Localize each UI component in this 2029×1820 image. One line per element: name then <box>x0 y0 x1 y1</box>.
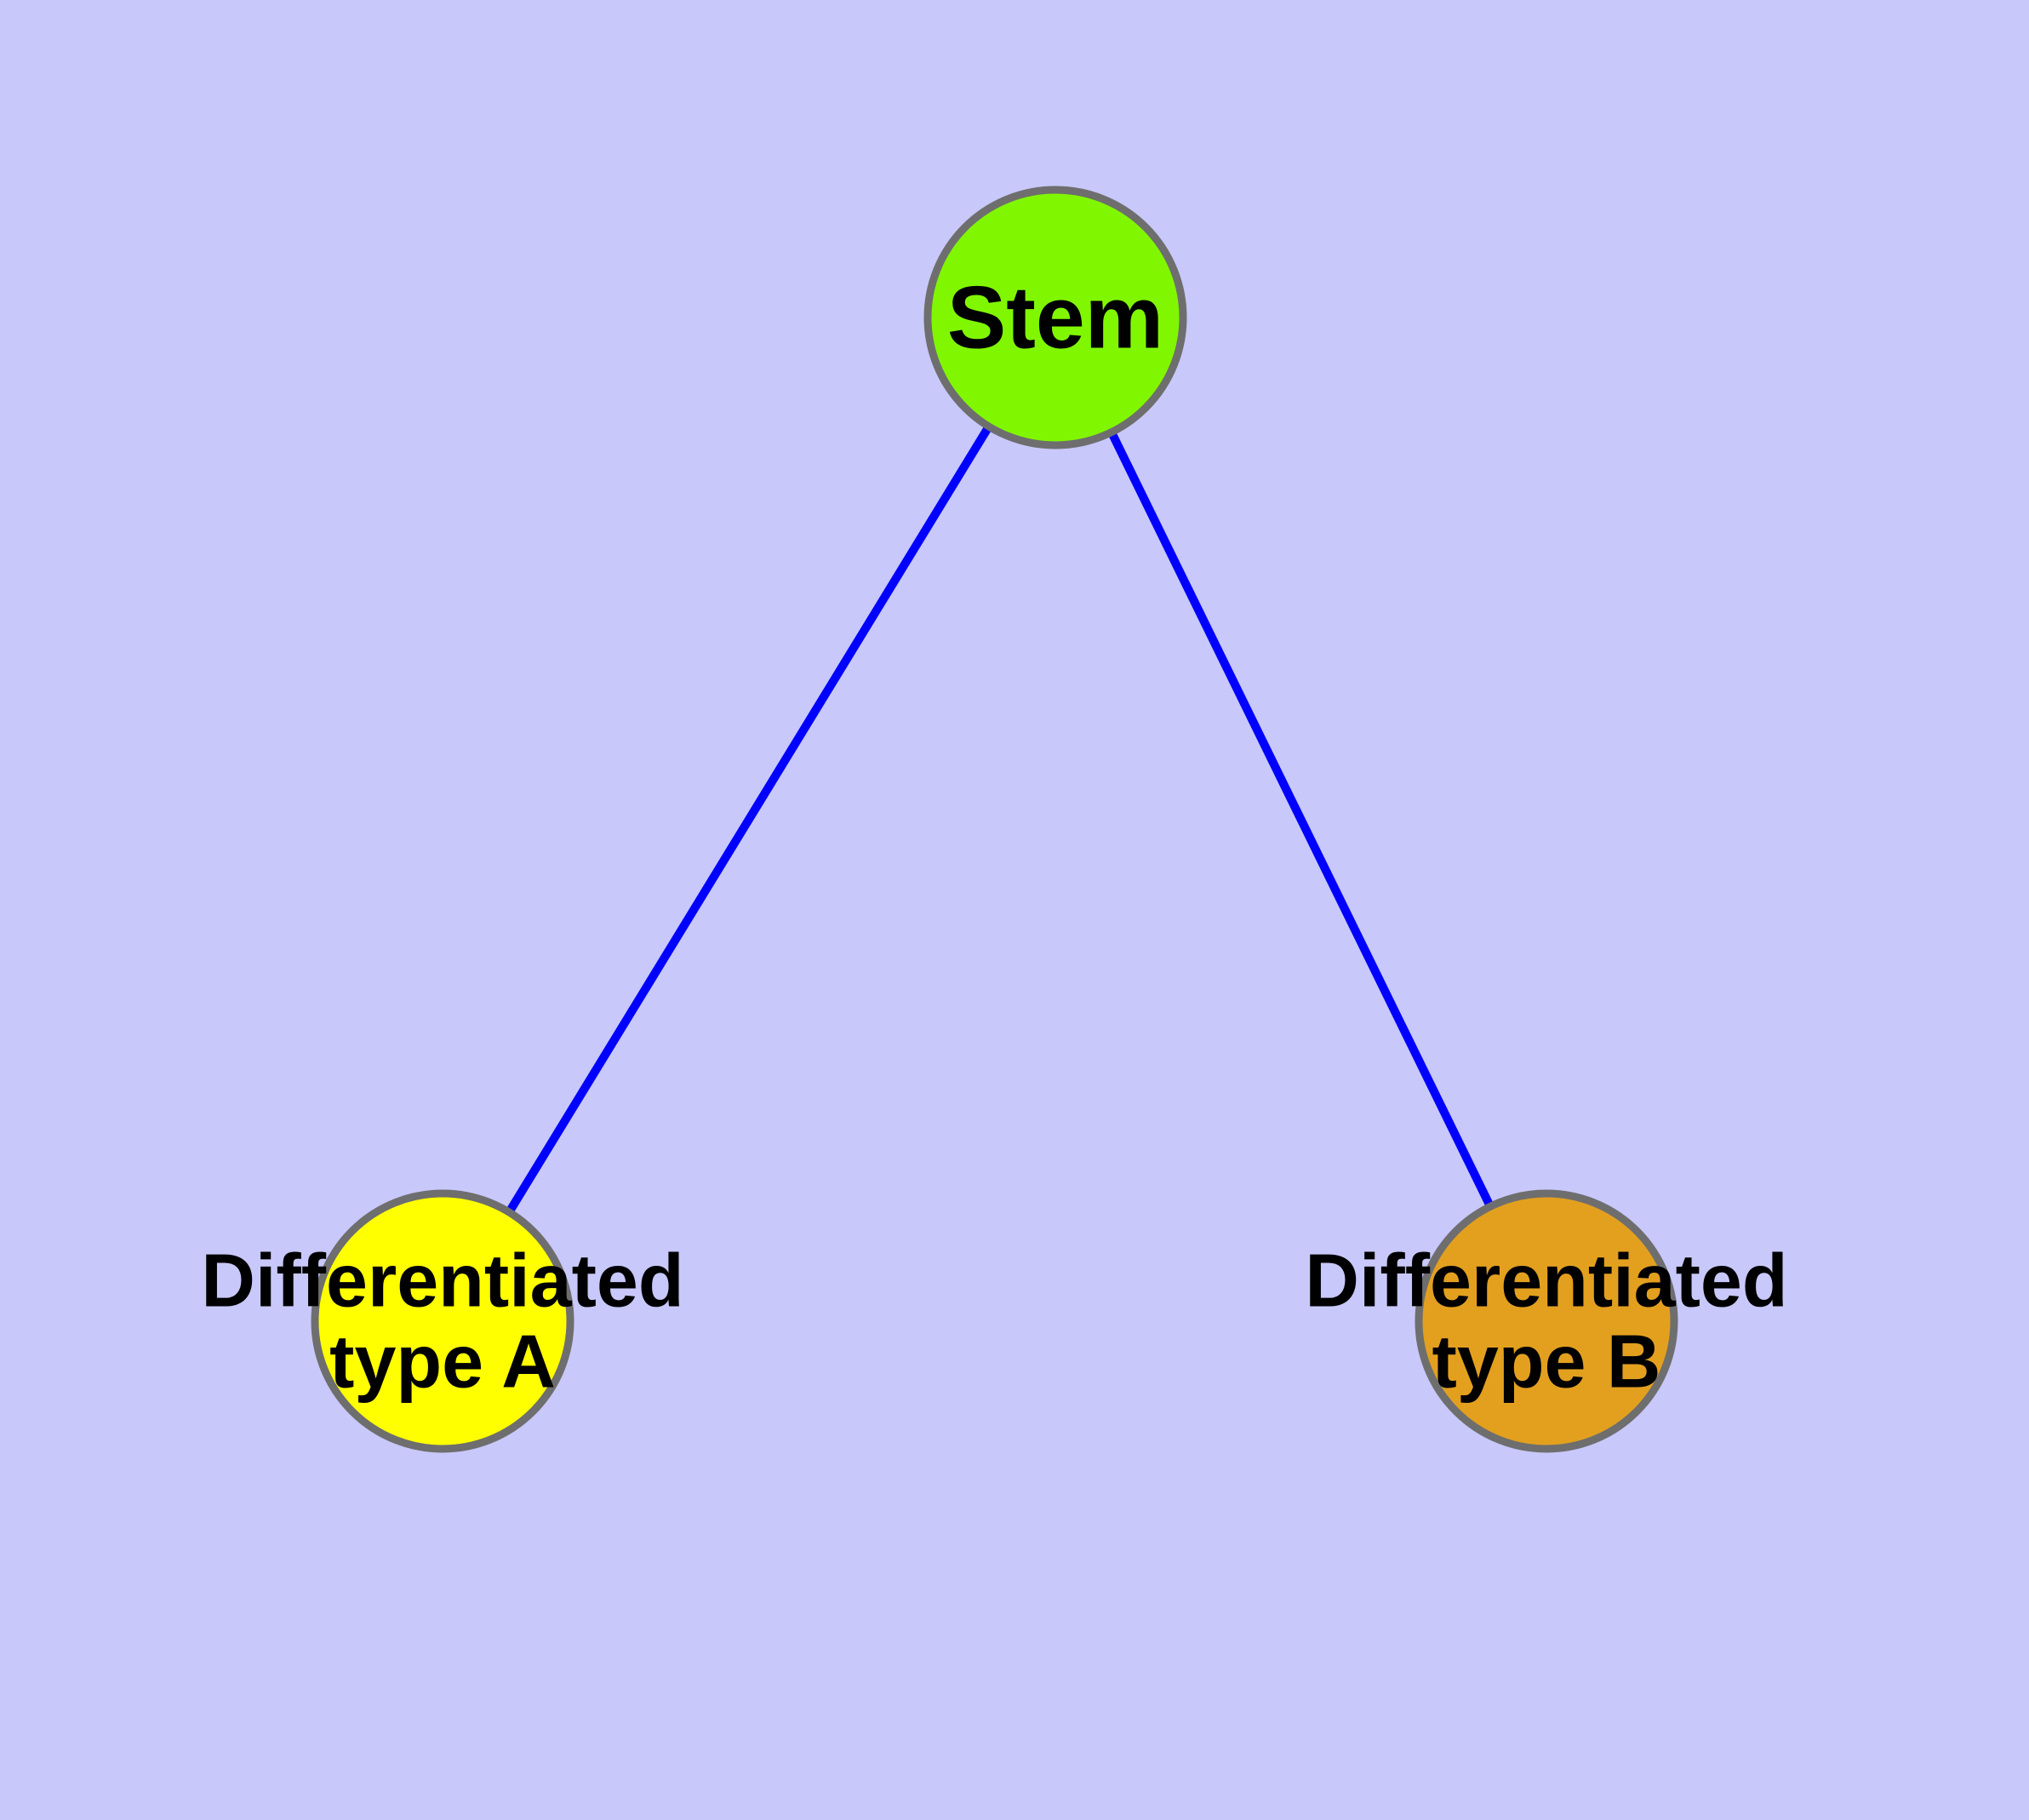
node-label-line: Differentiated <box>1305 1238 1787 1322</box>
node-label-stem: Stem <box>947 268 1163 367</box>
edge-stem-to-differentiated-type-b <box>1107 430 1495 1209</box>
node-layer <box>311 186 1678 1453</box>
edge-layer <box>505 424 1495 1215</box>
node-label-line: type A <box>329 1319 556 1403</box>
edge-stem-to-differentiated-type-a <box>505 424 993 1215</box>
node-differentiated-type-b[interactable] <box>1415 1189 1678 1453</box>
node-differentiated-type-a[interactable] <box>311 1189 574 1453</box>
node-label-line: type B <box>1432 1319 1661 1403</box>
node-stem[interactable] <box>923 186 1187 449</box>
node-label-line: Stem <box>947 268 1163 367</box>
node-label-line: Differentiated <box>201 1238 683 1322</box>
